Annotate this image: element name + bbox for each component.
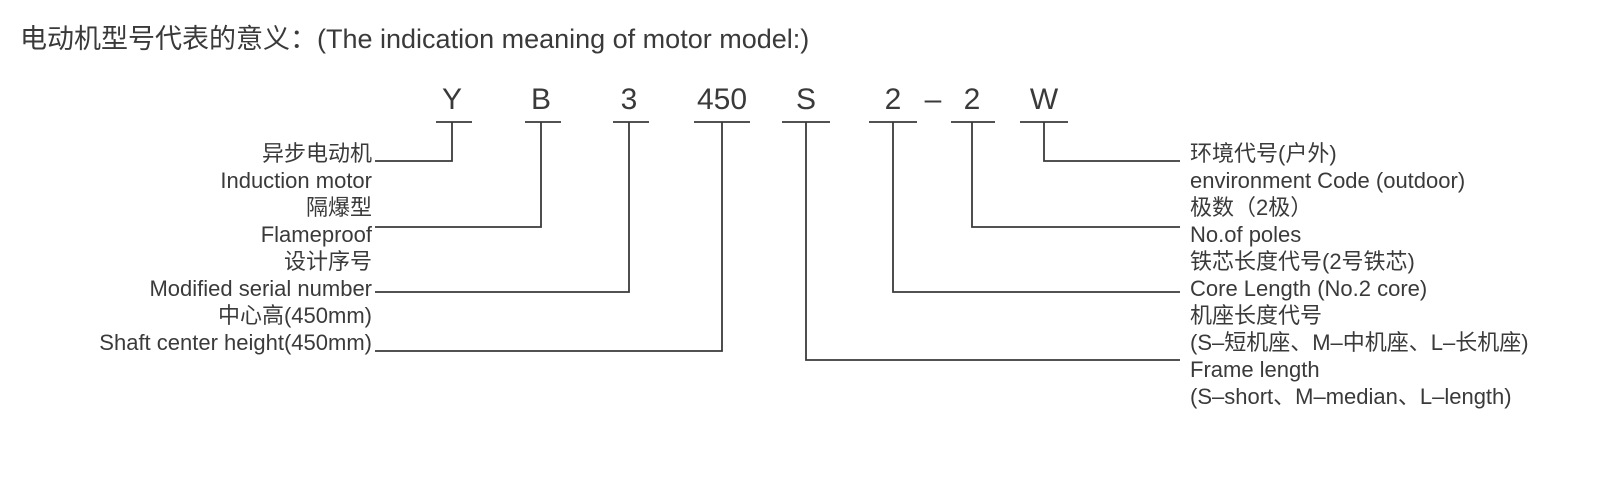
right-label-line-3: No.of poles: [1190, 222, 1302, 247]
model-code-char-2-5: 2: [884, 83, 902, 116]
right-label-line-5: Core Length (No.2 core): [1190, 276, 1428, 301]
right-label-line-8: Frame length: [1190, 357, 1320, 382]
left-label-line-3: Flameproof: [260, 222, 372, 247]
model-code-char-B-1: B: [530, 83, 551, 116]
right-label-line-7: (S–短机座、M–中机座、L–长机座): [1190, 330, 1529, 355]
leader-2a: [892, 122, 1180, 293]
leader-S: [805, 122, 1180, 361]
right-label-line-6: 机座长度代号: [1190, 303, 1323, 328]
model-code-char-W-7: W: [1029, 83, 1059, 116]
model-code-row: Y B 3 450 S 2 2 W –: [0, 0, 1600, 140]
left-label-line-6: 中心高(450mm): [217, 303, 372, 328]
model-code-char-450-3: 450: [696, 83, 748, 116]
model-code-char-3-2: 3: [620, 83, 638, 116]
left-label-line-5: Modified serial number: [149, 276, 372, 301]
right-label-line-1: environment Code (outdoor): [1190, 168, 1466, 193]
model-code-dash: –: [924, 83, 942, 116]
right-label-line-0: 环境代号(户外): [1190, 141, 1337, 166]
model-code-char-2-6: 2: [963, 83, 981, 116]
model-code-char-S-4: S: [795, 83, 816, 116]
right-label-block: 环境代号(户外)environment Code (outdoor)极数（2极）…: [1190, 140, 1600, 410]
right-label-line-9: (S–short、M–median、L–length): [1190, 384, 1512, 409]
leader-450: [375, 122, 723, 352]
left-label-line-4: 设计序号: [283, 249, 372, 274]
model-code-char-Y-0: Y: [441, 83, 462, 116]
left-label-line-1: Induction motor: [220, 168, 372, 193]
left-label-line-7: Shaft center height(450mm): [99, 330, 372, 355]
left-label-line-0: 异步电动机: [261, 141, 372, 166]
leader-3: [375, 122, 630, 293]
right-label-line-4: 铁芯长度代号(2号铁芯): [1190, 249, 1415, 274]
left-label-line-2: 隔爆型: [305, 195, 372, 220]
page-title: 电动机型号代表的意义：(The indication meaning of mo…: [20, 24, 810, 54]
right-label-line-2: 极数（2极）: [1190, 195, 1313, 220]
